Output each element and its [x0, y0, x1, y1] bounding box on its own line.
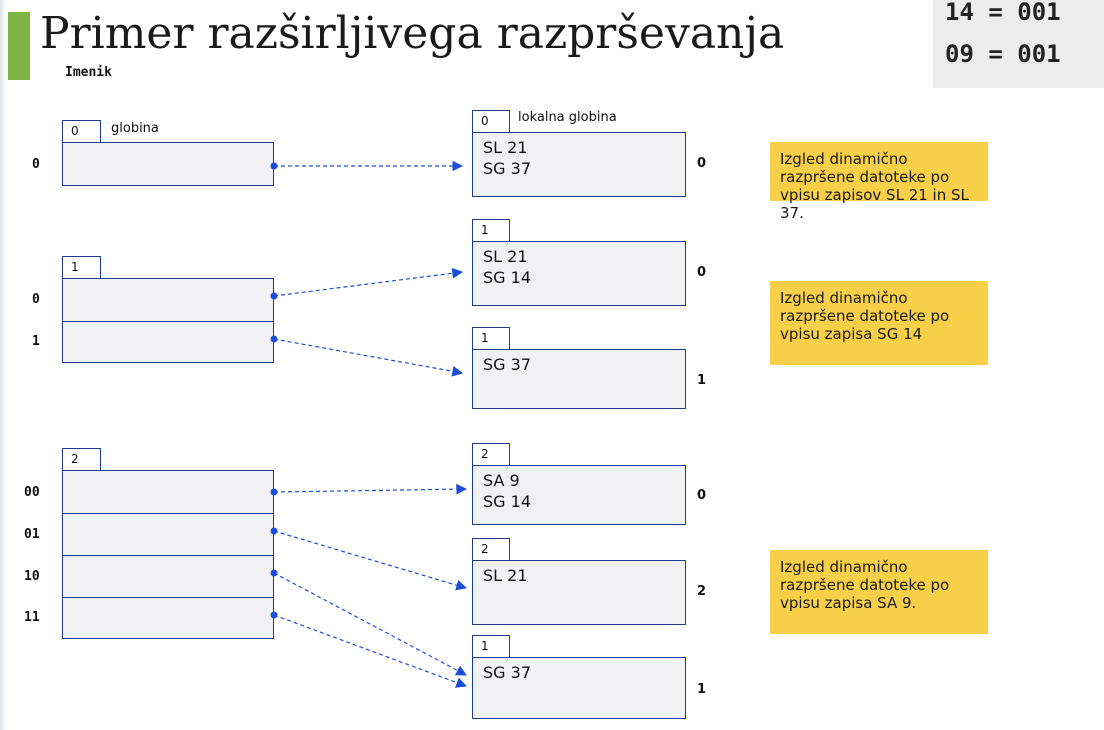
bucket-record: SG 37	[483, 355, 531, 374]
directory-row-label: 1	[32, 334, 40, 349]
bucket-local-depth-tab: 2	[472, 443, 510, 466]
global-depth-value: 1	[71, 260, 79, 274]
local-depth-value: 2	[481, 447, 489, 461]
bucket-number: 0	[697, 265, 707, 280]
bucket-number: 2	[697, 584, 707, 599]
pointer-dot	[270, 569, 278, 577]
pointer-dot	[270, 488, 278, 496]
pointer-arrow	[273, 338, 464, 377]
global-depth-label: globina	[111, 121, 159, 136]
global-depth-value: 0	[71, 124, 79, 138]
directory-cell	[62, 142, 274, 186]
bucket-record: SG 37	[483, 159, 531, 178]
directory-row-label: 0	[32, 157, 40, 172]
bucket: SL 21 SG 37	[472, 132, 686, 197]
title-accent-bar	[8, 12, 30, 80]
bucket-number: 0	[697, 488, 707, 503]
directory-cell	[62, 555, 274, 598]
bucket: SL 21 SG 14	[472, 241, 686, 306]
pointer-dot	[270, 611, 278, 619]
local-depth-value: 2	[481, 542, 489, 556]
bucket-record: SL 21	[483, 566, 528, 585]
bucket-record: SG 14	[483, 492, 531, 511]
code-line: 09 = 001	[945, 40, 1061, 68]
pointer-arrow	[273, 530, 468, 591]
code-box: 14 = 001 09 = 001	[933, 0, 1104, 88]
bucket-record: SL 21	[483, 247, 528, 266]
bucket: SG 37	[472, 349, 686, 409]
local-depth-value: 0	[481, 114, 489, 128]
pointer-dot	[270, 335, 278, 343]
pointer-arrow	[273, 572, 467, 676]
bucket-record: SA 9	[483, 471, 520, 490]
note-callout: Izgled dinamično razpršene datoteke po v…	[770, 142, 988, 222]
note-callout: Izgled dinamično razpršene datoteke po v…	[770, 281, 988, 365]
directory-row-label: 01	[24, 527, 40, 542]
bucket: SA 9 SG 14	[472, 465, 686, 525]
pointer-dot	[270, 162, 278, 170]
page-title: Primer razširljivega razprševanja	[40, 8, 785, 59]
directory-row-label: 00	[24, 485, 40, 500]
local-depth-label: lokalna globina	[518, 110, 617, 125]
directory-row-label: 11	[24, 610, 40, 625]
local-depth-value: 1	[481, 223, 489, 237]
directory-label: Imenik	[65, 65, 112, 80]
code-line: 14 = 001	[945, 0, 1061, 26]
directory-cell	[62, 597, 274, 639]
bucket-record: SL 21	[483, 138, 528, 157]
bucket-number: 0	[697, 156, 707, 171]
bucket: SL 21	[472, 560, 686, 625]
bucket: SG 37	[472, 657, 686, 719]
directory-row-label: 10	[24, 569, 40, 584]
global-depth-value: 2	[71, 452, 79, 466]
local-depth-value: 1	[481, 639, 489, 653]
bucket-number: 1	[697, 682, 707, 697]
local-depth-value: 1	[481, 331, 489, 345]
note-callout: Izgled dinamično razpršene datoteke po v…	[770, 550, 988, 634]
pointer-arrow	[273, 267, 464, 297]
pointer-arrow	[273, 483, 468, 495]
pointer-dot	[270, 292, 278, 300]
pointer-arrow	[273, 614, 468, 688]
bucket-record: SG 14	[483, 268, 531, 287]
left-edge-strip	[0, 0, 6, 730]
bucket-number: 1	[697, 373, 707, 388]
bucket-local-depth-tab: 0	[472, 110, 510, 133]
pointer-dot	[270, 527, 278, 535]
bucket-record: SG 37	[483, 663, 531, 682]
directory-cell	[62, 321, 274, 363]
directory-row-label: 0	[32, 292, 40, 307]
